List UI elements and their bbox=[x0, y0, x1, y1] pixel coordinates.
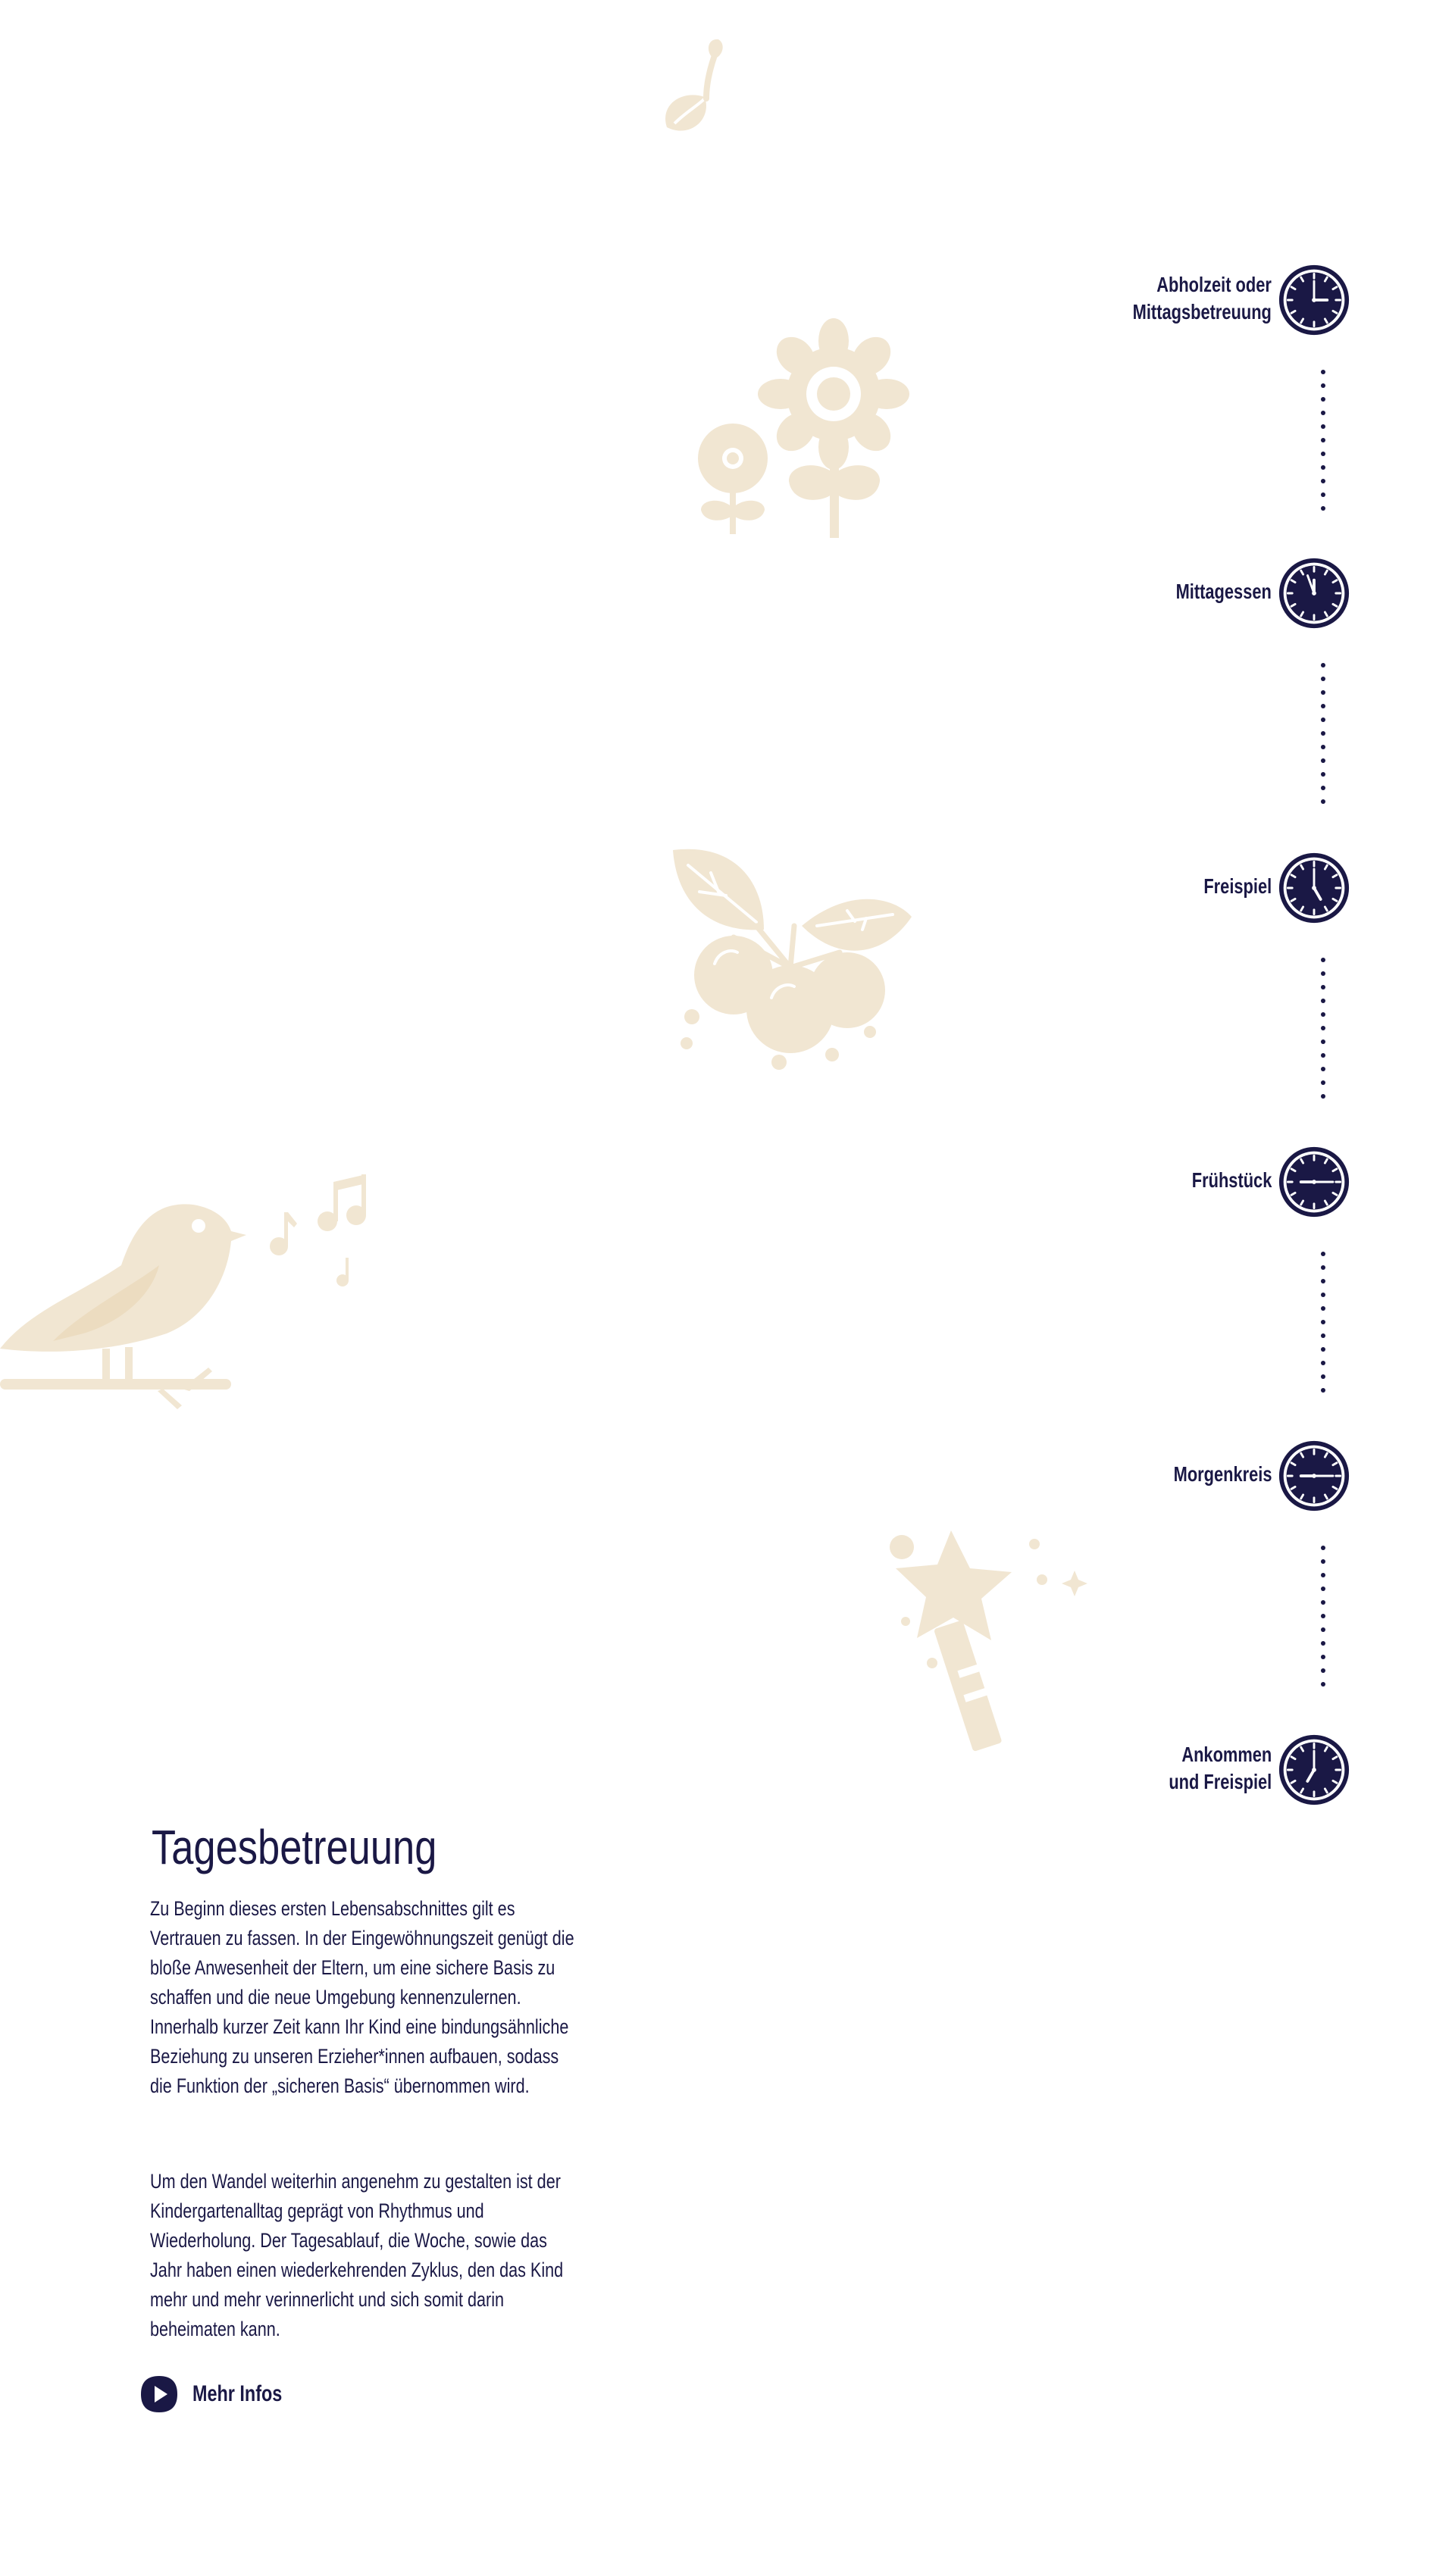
clock-icon bbox=[1278, 264, 1350, 336]
timeline-label: Morgenkreis bbox=[1173, 1462, 1272, 1486]
magic-wand-icon bbox=[890, 1530, 1087, 1752]
clock-icon bbox=[1278, 1146, 1350, 1218]
clock-icon bbox=[1278, 1734, 1350, 1805]
intro-paragraph: Zu Beginn dieses ersten Lebensabschnitte… bbox=[150, 1897, 574, 2097]
timeline-label: Mittagessen bbox=[1175, 580, 1272, 603]
clock-icon bbox=[1278, 1440, 1350, 1512]
timeline-connector bbox=[1321, 958, 1325, 1108]
clock-icon bbox=[1278, 852, 1350, 924]
timeline-connector bbox=[1321, 1546, 1325, 1696]
more-info-label: Mehr Infos bbox=[192, 2381, 283, 2406]
flowers-icon bbox=[698, 318, 909, 538]
seedling-icon bbox=[665, 39, 723, 131]
timeline-label: Frühstück bbox=[1191, 1168, 1272, 1192]
timeline-connector bbox=[1321, 1252, 1325, 1402]
rhythm-paragraph: Um den Wandel weiterhin angenehm zu gest… bbox=[150, 2170, 564, 2340]
more-info-button[interactable]: Mehr Infos bbox=[139, 2374, 308, 2414]
play-circle-icon bbox=[141, 2376, 177, 2412]
section-title: Tagesbetreuung bbox=[152, 1820, 437, 1874]
berries-icon bbox=[673, 849, 912, 1070]
timeline-label: Abholzeit oder Mittagsbetreuung bbox=[1132, 273, 1272, 324]
timeline-connector bbox=[1321, 370, 1325, 520]
clock-icon bbox=[1278, 558, 1350, 629]
timeline-label: Freispiel bbox=[1203, 874, 1272, 898]
timeline-connector bbox=[1321, 663, 1325, 813]
timeline-label: Ankommen und Freispiel bbox=[1169, 1743, 1272, 1793]
singing-bird-icon bbox=[0, 1174, 366, 1409]
